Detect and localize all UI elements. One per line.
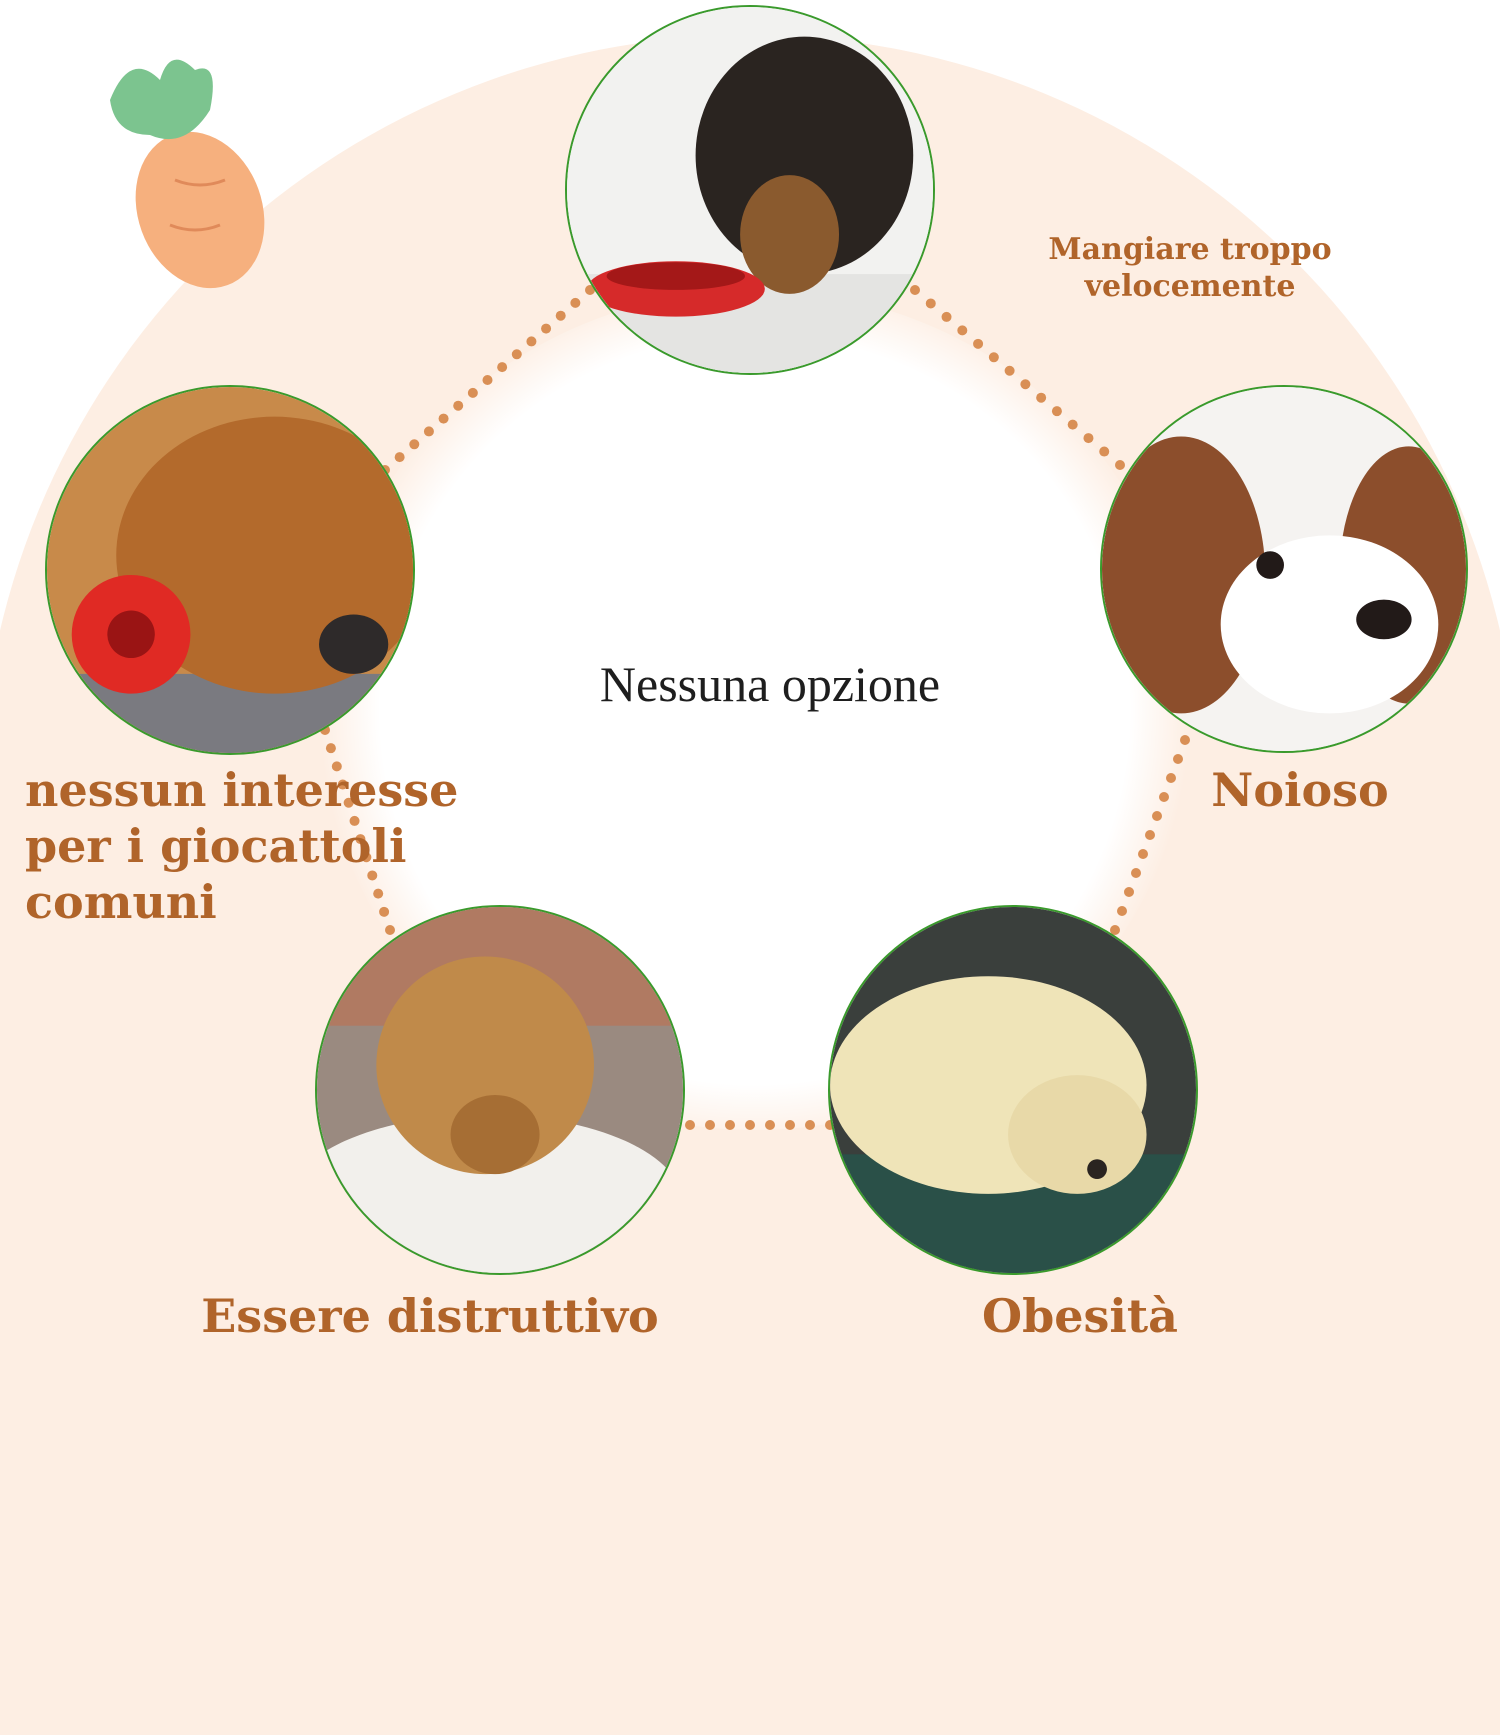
dotted-connector-ring — [320, 285, 1190, 1130]
connector-dot — [685, 1120, 695, 1130]
connector-dot — [1036, 392, 1047, 403]
connector-dot — [394, 452, 405, 463]
label-destructive: Essere distruttivo — [201, 1289, 659, 1343]
connector-dot — [1180, 735, 1190, 745]
connector-dot — [805, 1120, 815, 1130]
connector-dot — [910, 285, 920, 295]
connector-dot — [526, 336, 537, 347]
connector-dot — [725, 1120, 735, 1130]
connector-dot — [1117, 906, 1127, 916]
connector-dot — [343, 797, 354, 808]
connector-dot — [482, 375, 493, 385]
connector-dot — [705, 1120, 715, 1130]
center-title: Nessuna opzione — [599, 656, 941, 712]
puppy-eating-photo — [565, 5, 935, 375]
connector-dot — [973, 338, 984, 349]
connector-dot — [745, 1120, 755, 1130]
connector-dot — [925, 298, 936, 309]
connector-dot — [337, 779, 348, 790]
connector-dot — [385, 925, 395, 935]
label-eating-fast: Mangiare troppo velocemente — [1030, 232, 1350, 305]
connector-dot — [355, 834, 366, 845]
connector-dot — [570, 297, 581, 308]
connector-dot — [1173, 754, 1183, 764]
golden-retriever-with-toy-photo — [45, 385, 415, 755]
connector-dot — [1083, 433, 1094, 444]
connector-dot — [1166, 773, 1176, 783]
cavalier-spaniel-photo — [1100, 385, 1468, 753]
connector-dot — [511, 349, 522, 360]
connector-dot — [785, 1120, 795, 1130]
obese-labrador-photo — [828, 905, 1198, 1275]
label-boring: Noioso — [1211, 763, 1389, 817]
connector-dot — [367, 870, 378, 881]
connector-dot — [331, 761, 342, 772]
connector-dot — [1131, 868, 1141, 878]
connector-dot — [1020, 379, 1031, 390]
connector-dot — [325, 743, 336, 754]
connector-dot — [1115, 460, 1125, 470]
connector-dot — [349, 815, 360, 826]
label-no-interest-line2: per i giocattoli — [25, 819, 407, 874]
connector-dot — [941, 311, 952, 322]
connector-dot — [1067, 419, 1078, 430]
label-no-interest-line3: comuni — [25, 875, 217, 930]
connector-dot — [988, 352, 999, 363]
connector-dot — [373, 888, 384, 899]
connector-dot — [1051, 406, 1062, 417]
connector-dot — [1099, 446, 1110, 457]
connector-dot — [453, 400, 464, 411]
connector-dot — [379, 906, 390, 917]
connector-dot — [765, 1120, 775, 1130]
label-eating-fast-line1: Mangiare troppo — [1048, 232, 1332, 267]
label-eating-fast-line2: velocemente — [1084, 268, 1296, 304]
connector-dot — [1124, 887, 1134, 897]
connector-dot — [1110, 925, 1120, 935]
connector-dot — [497, 362, 508, 373]
connector-dot — [1004, 365, 1015, 376]
connector-dot — [957, 325, 968, 336]
connector-dot — [361, 852, 372, 863]
connector-dot — [541, 323, 552, 334]
connector-dot — [467, 387, 478, 398]
carrot-toy-image — [110, 59, 265, 289]
dog-destroying-pillow-photo — [315, 905, 685, 1275]
connector-dot — [1138, 849, 1148, 859]
label-obesity: Obesità — [982, 1289, 1178, 1343]
connector-dot — [409, 439, 420, 450]
connector-dot — [438, 413, 449, 424]
label-no-interest-line1: nessun interesse — [25, 763, 459, 817]
connector-dot — [1145, 830, 1155, 840]
connector-dot — [423, 426, 434, 437]
connector-dot — [1159, 792, 1169, 802]
connector-dot — [555, 310, 566, 321]
label-no-interest: nessun interesse per i giocattoli comuni — [25, 762, 458, 930]
connector-dot — [1152, 811, 1162, 821]
